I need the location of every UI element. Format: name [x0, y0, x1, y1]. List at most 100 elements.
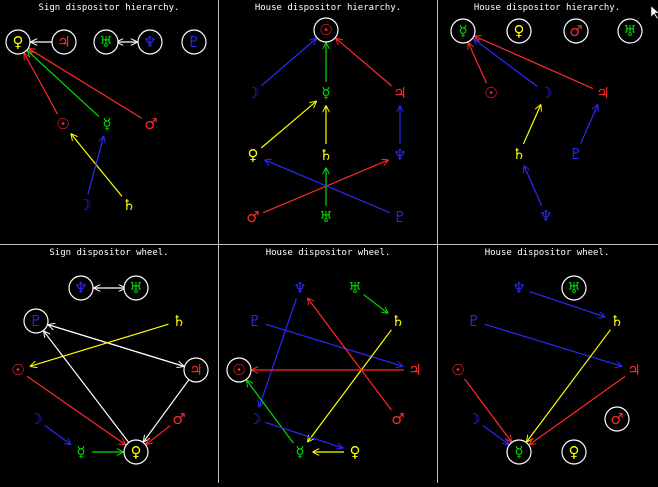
pluto-glyph-icon: ♇: [187, 33, 200, 51]
dispositor-ring: [181, 29, 207, 55]
planet-node-pluto: ♇: [23, 308, 49, 334]
sun-glyph-icon: ☉: [319, 21, 332, 39]
planet-node-venus: ♀: [350, 443, 361, 461]
dispositor-ring: [563, 18, 589, 44]
dispositor-arrow-saturn-to-mercury: [308, 329, 392, 442]
dispositor-ring: [604, 406, 630, 432]
venus-glyph-icon: ♀: [569, 443, 580, 461]
dispositor-arrow-saturn-to-mercury: [527, 329, 611, 442]
dispositor-arrow-jupiter-to-mercury: [530, 375, 626, 444]
venus-glyph-icon: ♀: [13, 33, 24, 51]
planet-node-sun: ☉: [313, 17, 339, 43]
sun-glyph-icon: ☉: [451, 361, 464, 379]
planet-node-venus: ♀: [123, 439, 149, 465]
dispositor-arrow-sun-to-venus: [24, 53, 59, 115]
planet-node-saturn: ♄: [391, 312, 404, 330]
dispositor-ring: [23, 308, 49, 334]
saturn-glyph-icon: ♄: [610, 312, 623, 330]
mars-glyph-icon: ♂: [246, 208, 259, 226]
moon-glyph-icon: ☽: [467, 410, 480, 428]
dispositor-ring: [137, 29, 163, 55]
planet-node-venus: ♀: [506, 18, 532, 44]
panel-title-house-hierarchy-1: House dispositor hierarchy.: [255, 3, 401, 13]
planet-node-mars: ♂: [563, 18, 589, 44]
panel-title-sign-wheel: Sign dispositor wheel.: [49, 248, 168, 258]
mercury-glyph-icon: ☿: [458, 22, 467, 40]
planet-node-pluto: ♇: [248, 312, 261, 330]
saturn-glyph-icon: ♄: [122, 196, 135, 214]
pluto-glyph-icon: ♇: [29, 312, 42, 330]
planet-node-sun: ☉: [484, 84, 497, 102]
planet-node-mars: ♂: [391, 410, 404, 428]
dispositor-arrow-mars-to-neptune: [308, 298, 392, 411]
planet-node-neptune: ♆: [137, 29, 163, 55]
dispositor-arrow-neptune-to-moon: [259, 298, 297, 406]
pluto-glyph-icon: ♇: [393, 208, 406, 226]
moon-glyph-icon: ☽: [248, 410, 261, 428]
dispositor-arrow-mars-to-venus: [146, 425, 171, 444]
planet-node-neptune: ♆: [393, 146, 406, 164]
dispositor-ring: [226, 357, 252, 383]
planet-node-neptune: ♆: [512, 279, 525, 297]
planet-node-venus: ♀: [248, 146, 259, 164]
planet-node-mars: ♂: [172, 410, 185, 428]
dispositor-arrow-moon-to-mercury: [87, 137, 104, 195]
dispositor-arrow-jupiter-to-venus: [144, 378, 190, 442]
planet-node-uranus: ♅: [319, 208, 332, 226]
venus-glyph-icon: ♀: [131, 443, 142, 461]
planet-node-mercury: ☿: [321, 84, 330, 102]
planet-node-pluto: ♇: [569, 145, 582, 163]
dispositor-ring: [93, 29, 119, 55]
mars-glyph-icon: ♂: [610, 410, 623, 428]
saturn-glyph-icon: ♄: [319, 146, 332, 164]
mars-glyph-icon: ♂: [172, 410, 185, 428]
planet-node-pluto: ♇: [181, 29, 207, 55]
neptune-glyph-icon: ♆: [393, 146, 406, 164]
planet-node-mars: ♂: [144, 115, 157, 133]
sun-glyph-icon: ☉: [56, 115, 69, 133]
moon-glyph-icon: ☽: [29, 410, 42, 428]
sun-glyph-icon: ☉: [484, 84, 497, 102]
dispositor-arrows: [24, 36, 626, 452]
dispositor-ring: [561, 275, 587, 301]
planet-node-mars: ♂: [604, 406, 630, 432]
planet-node-moon: ☽: [246, 84, 259, 102]
planet-node-uranus: ♅: [561, 275, 587, 301]
planet-node-uranus: ♅: [123, 275, 149, 301]
dispositor-arrow-moon-to-mercury: [473, 39, 538, 87]
saturn-glyph-icon: ♄: [391, 312, 404, 330]
uranus-glyph-icon: ♅: [348, 279, 361, 297]
dispositor-arrow-moon-to-sun: [260, 38, 316, 87]
planet-glyphs: ♀ ♃ ♅ ♆ ♇ ☉ ☿ ♂ ☽ ♄ ☉ ☽ ☿ ♃ ♀ ♄ ♆ ♂ ♅ ♇ ☿ ♀ ♂ ♅ ☉ ☽ ♃ ♄ ♇ ♆ ♆ ♅ ♇ ♄ ☉ ♃ ☽ ♂ ☿ ♀…: [5, 17, 643, 465]
dispositor-arrow-venus-to-mercury: [260, 101, 316, 149]
planet-node-jupiter: ♃: [183, 357, 209, 383]
planet-node-moon: ☽: [467, 410, 480, 428]
planet-node-jupiter: ♃: [393, 84, 406, 102]
dispositor-arrow-pluto-to-venus: [265, 160, 391, 214]
panel-title-house-wheel-1: House dispositor wheel.: [266, 248, 391, 258]
planet-node-venus: ♀: [5, 29, 31, 55]
dispositor-ring: [123, 439, 149, 465]
venus-glyph-icon: ♀: [248, 146, 259, 164]
planet-node-uranus: ♅: [93, 29, 119, 55]
jupiter-glyph-icon: ♃: [596, 84, 609, 102]
jupiter-glyph-icon: ♃: [189, 361, 202, 379]
mars-glyph-icon: ♂: [144, 115, 157, 133]
dispositor-ring: [183, 357, 209, 383]
neptune-glyph-icon: ♆: [293, 279, 306, 297]
planet-node-jupiter: ♃: [51, 29, 77, 55]
planet-node-moon: ☽: [248, 410, 261, 428]
mercury-glyph-icon: ☿: [76, 443, 85, 461]
mercury-glyph-icon: ☿: [102, 115, 111, 133]
dispositor-arrow-pluto-to-jupiter: [579, 105, 597, 145]
uranus-glyph-icon: ♅: [129, 279, 142, 297]
planet-node-moon: ☽: [78, 196, 91, 214]
planet-node-venus: ♀: [561, 439, 587, 465]
uranus-glyph-icon: ♅: [319, 208, 332, 226]
mercury-glyph-icon: ☿: [295, 443, 304, 461]
moon-glyph-icon: ☽: [539, 84, 552, 102]
dispositor-arrow-moon-to-venus: [265, 421, 342, 447]
neptune-glyph-icon: ♆: [143, 33, 156, 51]
